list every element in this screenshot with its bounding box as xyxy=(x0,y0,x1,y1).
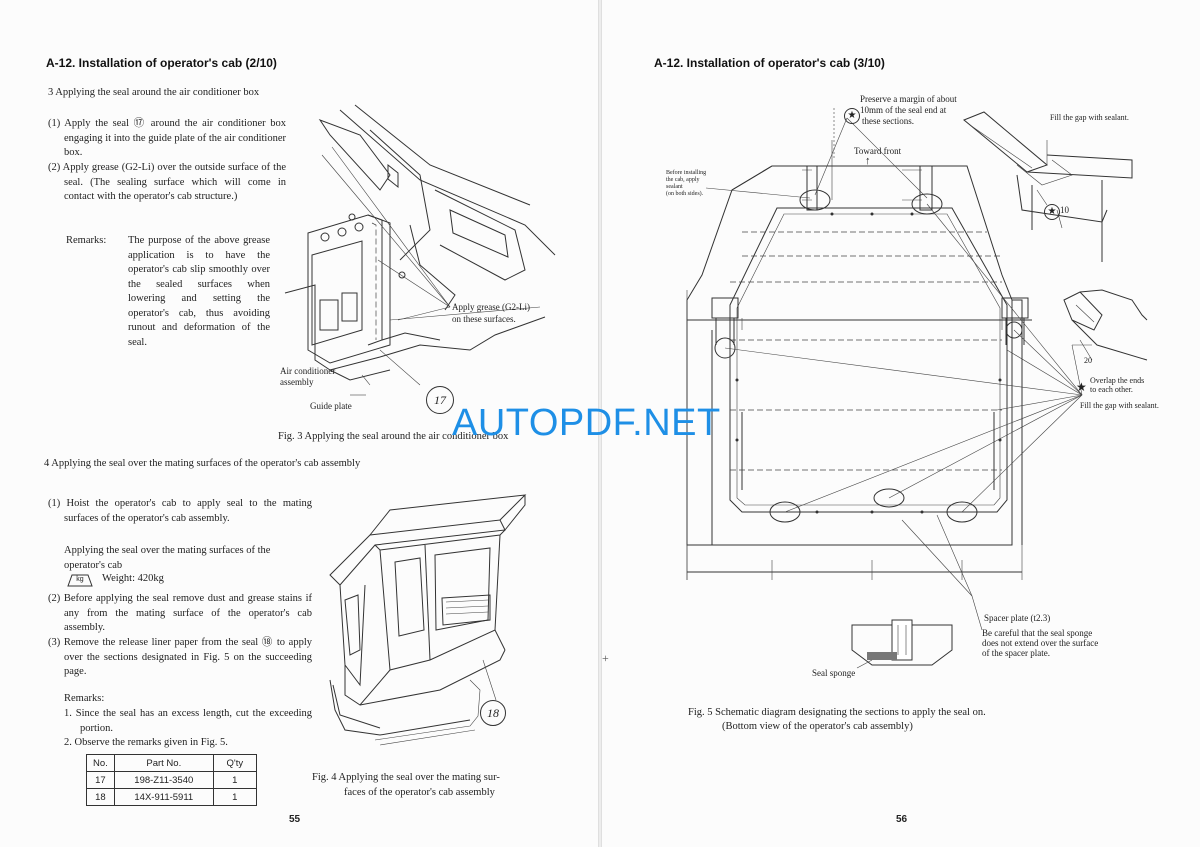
row-qty: 1 xyxy=(212,771,257,789)
note-margin-line-3: these sections. xyxy=(862,116,914,126)
page-number: 55 xyxy=(289,814,301,825)
overlap-line-1: Overlap the ends xyxy=(1090,376,1145,385)
parts-table: No. Part No. Q'ty 17 198-Z11-3540 1 18 1… xyxy=(86,754,257,806)
header-part-no: Part No. xyxy=(113,754,214,772)
step3-heading: 3 Applying the seal around the air condi… xyxy=(48,87,260,98)
fig3-balloon-17: 17 xyxy=(426,386,454,414)
before-install-line-1: Before installing xyxy=(666,170,707,176)
fig3-caption: Fig. 3 Applying the seal around the air … xyxy=(278,431,509,442)
step4-item-1-sub: Applying the seal over the mating surfac… xyxy=(64,545,271,571)
step3-item-2: (2) Apply grease (G2-Li) over the outsid… xyxy=(48,162,286,202)
row-no: 17 xyxy=(86,771,115,789)
fig3-callout-aircon-1: Air conditioner xyxy=(280,366,336,376)
careful-line-1: Be careful that the seal sponge xyxy=(982,628,1093,638)
careful-line-2: does not extend over the surface xyxy=(982,638,1099,648)
weight-kg-label: kg xyxy=(76,576,84,583)
star-marker-icon: ★ xyxy=(1076,380,1087,394)
overlap-line-2: to each other. xyxy=(1090,385,1133,394)
table-row: 17 198-Z11-3540 1 xyxy=(86,771,257,789)
fig5-caption-1: Fig. 5 Schematic diagram designating the… xyxy=(688,707,986,718)
weight-kg-icon: kg xyxy=(67,574,93,587)
careful-line-3: of the spacer plate. xyxy=(982,648,1050,658)
seal-sponge-label: Seal sponge xyxy=(812,668,856,678)
section-title: A-12. Installation of operator's cab (2/… xyxy=(46,56,277,70)
fig4-cab-drawing xyxy=(329,494,527,746)
before-install-line-4: (on both sides). xyxy=(666,191,704,197)
header-no: No. xyxy=(86,754,115,772)
spacer-plate-label: Spacer plate (t2.3) xyxy=(984,613,1051,623)
star-marker-icon: ★ xyxy=(1044,204,1060,220)
fig5-caption-2: (Bottom view of the operator's cab assem… xyxy=(722,721,913,732)
step4-item-1: (1) Hoist the operator's cab to apply se… xyxy=(48,498,312,524)
note-margin-line-1: Preserve a margin of about xyxy=(860,94,957,104)
toward-front-label: Toward front xyxy=(854,146,902,156)
step4-remark-1: 1. Since the seal has an excess length, … xyxy=(64,708,312,734)
before-install-line-3: sealant xyxy=(666,184,683,190)
fig4-balloon-18: 18 xyxy=(480,700,506,726)
row-part-no: 198-Z11-3540 xyxy=(113,771,214,789)
step4-remark-2: 2. Observe the remarks given in Fig. 5. xyxy=(64,737,228,748)
row-part-no: 14X-911-5911 xyxy=(113,788,214,806)
up-arrow-icon: ↑ xyxy=(865,155,871,167)
step4-item-3: (3) Remove the release liner paper from … xyxy=(48,637,312,677)
fig3-callout-aircon-2: assembly xyxy=(280,377,314,387)
note-margin-line-2: 10mm of the seal end at xyxy=(860,105,947,115)
row-no: 18 xyxy=(86,788,115,806)
table-row: 18 14X-911-5911 1 xyxy=(86,788,257,806)
fig3-callout-grease-1: Apply grease (G2-Li) xyxy=(452,302,530,312)
book-spine xyxy=(598,0,602,847)
watermark: AUTOPDF.NET xyxy=(452,402,721,444)
fig4-caption-2: faces of the operator's cab assembly xyxy=(344,787,495,798)
step4-item-2: (2) Before applying the seal remove dust… xyxy=(48,593,312,633)
fig3-air-conditioner-drawing xyxy=(284,104,556,396)
step3-remarks-text: The purpose of the above grease applicat… xyxy=(128,235,270,348)
row-qty: 1 xyxy=(212,788,257,806)
step4-heading: 4 Applying the seal over the mating surf… xyxy=(44,458,361,469)
fill-gap-right-label: Fill the gap with sealant. xyxy=(1080,401,1159,410)
fill-gap-top-label: Fill the gap with sealant. xyxy=(1050,113,1129,122)
before-install-line-2: the cab, apply xyxy=(666,177,700,183)
dim-20-label: 20 xyxy=(1084,356,1092,365)
registration-cross-icon: + xyxy=(602,651,609,665)
left-page: A-12. Installation of operator's cab (2/… xyxy=(0,0,598,847)
star-marker-icon: ★ xyxy=(844,108,860,124)
section-title: A-12. Installation of operator's cab (3/… xyxy=(654,56,885,70)
right-page: A-12. Installation of operator's cab (3/… xyxy=(602,0,1200,847)
header-qty: Q'ty xyxy=(212,754,257,772)
parts-table-header: No. Part No. Q'ty xyxy=(86,754,257,772)
step4-remarks-label: Remarks: xyxy=(64,693,105,704)
fig3-callout-grease-2: on these surfaces. xyxy=(452,314,516,324)
dim-10-label: 10 xyxy=(1060,205,1069,215)
cab-weight: Weight: 420kg xyxy=(102,573,164,584)
step3-item-1: (1) Apply the seal ⑰ around the air cond… xyxy=(48,118,286,158)
step3-remarks-label: Remarks: xyxy=(66,235,107,246)
fig5-schematic-drawing xyxy=(686,108,1148,669)
page-number: 56 xyxy=(896,814,908,825)
fig4-caption-1: Fig. 4 Applying the seal over the mating… xyxy=(312,772,500,783)
fig3-callout-guide-plate: Guide plate xyxy=(310,401,352,411)
